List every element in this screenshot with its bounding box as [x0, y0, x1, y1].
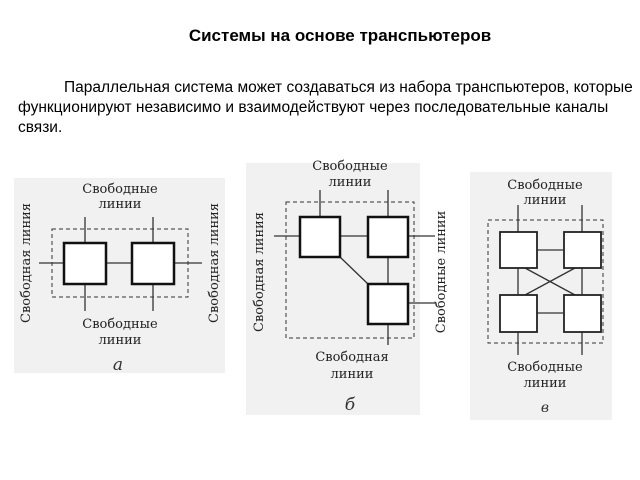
right-label: Свободная линия [207, 203, 222, 323]
bottom-label: линии [524, 376, 567, 391]
left-label: Свободная линия [252, 212, 267, 332]
top-label: линии [524, 193, 567, 208]
diagram-a: Свободные линии Свободные линии Свободна… [14, 178, 225, 375]
transputer-box [499, 294, 538, 333]
bottom-label: Свободные [82, 317, 158, 332]
slide-title: Системы на основе транспьютеров [188, 26, 492, 45]
top-label: Свободные [82, 182, 158, 197]
diagram-c: Свободные линии Свободные линии в [470, 172, 612, 420]
top-label: линии [329, 175, 372, 190]
transputer-box [563, 294, 602, 333]
caption: в [541, 400, 549, 416]
caption: а [113, 355, 123, 375]
left-label: Свободная линия [19, 203, 34, 323]
top-label: Свободные [507, 178, 583, 193]
top-label: Свободные [312, 159, 388, 174]
bottom-label: линии [331, 367, 374, 382]
bottom-label: линии [99, 333, 142, 348]
system-boundary [285, 201, 415, 339]
bottom-label: Свободные [507, 360, 583, 375]
diagram-b: Свободные линии Свободная линии Свободна… [246, 159, 449, 415]
right-label: Свободные линии [434, 211, 449, 334]
transputer-box [366, 215, 410, 259]
system-boundary [487, 219, 604, 344]
top-label: линии [99, 197, 142, 212]
transputer-box [62, 241, 108, 286]
transputer-box [499, 231, 538, 269]
caption: б [345, 395, 356, 415]
transputer-box [366, 282, 410, 326]
transputer-box [298, 215, 342, 259]
transputer-box [563, 231, 602, 269]
transputer-box [130, 241, 176, 286]
body-paragraph: Параллельная система может создаваться и… [18, 79, 633, 136]
bottom-label: Свободная [315, 350, 388, 365]
